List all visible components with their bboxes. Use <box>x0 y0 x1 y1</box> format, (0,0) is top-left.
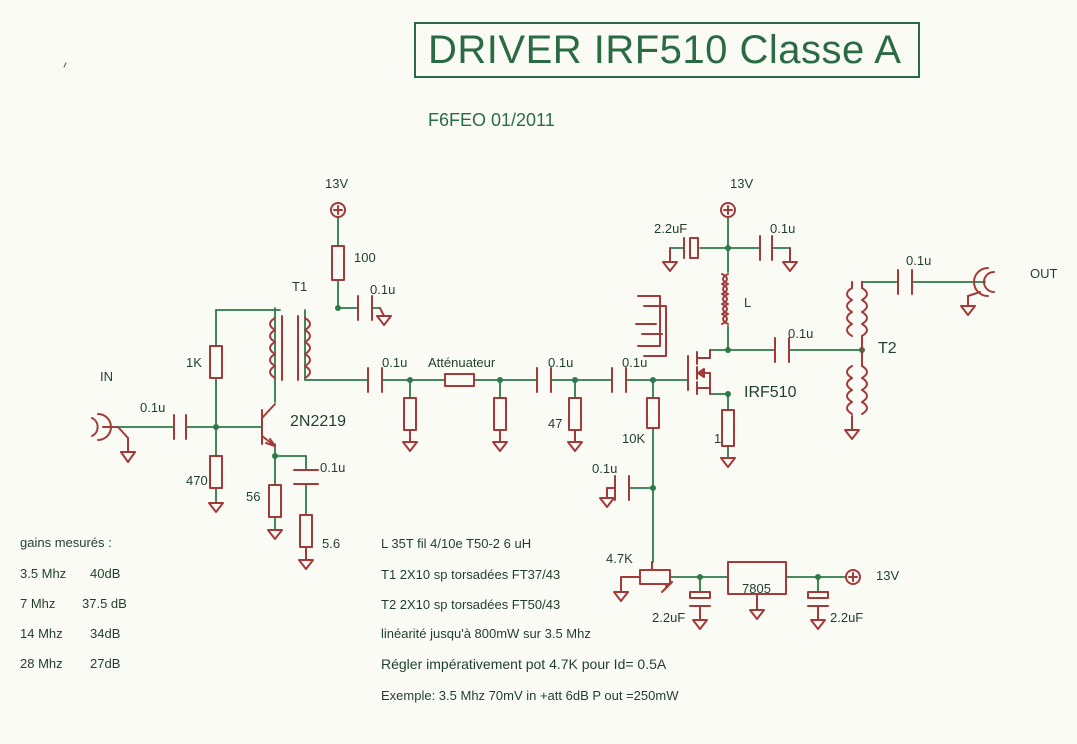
vcc-right-label: 13V <box>876 568 900 583</box>
c22-top-label: 2.2uF <box>654 221 688 236</box>
junction-dots <box>213 245 865 580</box>
reg-label: 7805 <box>742 581 771 596</box>
gain-row-value: 27dB <box>90 656 121 671</box>
c-t1-label: 0.1u <box>370 282 396 297</box>
r10k-label: 10K <box>622 431 646 446</box>
gain-row-value: 34dB <box>90 626 121 641</box>
title-frame <box>414 22 920 78</box>
gain-row-freq: 3.5 Mhz <box>20 566 67 581</box>
vcc-mid-label: 13V <box>730 176 754 191</box>
power-terminals <box>330 202 861 585</box>
r1k-label: 1K <box>186 355 202 370</box>
t1-label: T1 <box>292 279 308 294</box>
note-example: Exemple: 3.5 Mhz 70mV in +att 6dB P out … <box>381 688 679 703</box>
in-label: IN <box>100 369 113 384</box>
c-out-label: 0.1u <box>906 253 932 268</box>
c22-reg-in-label: 2.2uF <box>652 610 686 625</box>
gain-row-value: 40dB <box>90 566 121 581</box>
c22-reg-out-label: 2.2uF <box>830 610 864 625</box>
r100-label: 100 <box>354 250 376 265</box>
out-label: OUT <box>1030 266 1058 281</box>
grounds <box>208 247 981 630</box>
note-l-spec: L 35T fil 4/10e T50-2 6 uH <box>381 536 532 551</box>
gain-row-value: 37.5 dB <box>82 596 127 611</box>
input-connector <box>91 413 119 441</box>
pot-label: 4.7K <box>606 551 633 566</box>
q1-label: 2N2219 <box>290 413 347 430</box>
c-in-label: 0.1u <box>140 400 166 415</box>
note-t1-spec: T1 2X10 sp torsadées FT37/43 <box>381 567 561 582</box>
note-linearity: linéarité jusqu'à 800mW sur 3.5 Mhz <box>381 626 591 641</box>
l-label: L <box>744 295 752 310</box>
r1-label: 1 <box>714 431 722 446</box>
r56-label: 56 <box>246 489 261 504</box>
gain-row-freq: 7 Mhz <box>20 596 56 611</box>
c-gate-label: 0.1u <box>622 355 648 370</box>
c-bias-label: 0.1u <box>592 461 618 476</box>
r470-label: 470 <box>186 473 208 488</box>
c-att-in-label: 0.1u <box>382 355 408 370</box>
gain-row-freq: 14 Mhz <box>20 626 63 641</box>
vcc-left-label: 13V <box>325 176 349 191</box>
c-emit-label: 0.1u <box>320 460 346 475</box>
input-ground <box>117 426 136 463</box>
note-t2-spec: T2 2X10 sp torsadées FT50/43 <box>381 597 561 612</box>
gains-heading: gains mesurés : <box>20 535 112 550</box>
c-att-out-label: 0.1u <box>548 355 574 370</box>
c-top-label: 0.1u <box>770 221 796 236</box>
r5-6-label: 5.6 <box>322 536 341 551</box>
note-adjust: Régler impérativement pot 4.7K pour Id= … <box>381 656 667 672</box>
attenuator-label: Atténuateur <box>428 355 496 370</box>
wires <box>117 217 986 593</box>
gain-row-freq: 28 Mhz <box>20 656 63 671</box>
t2-label: T2 <box>878 340 897 357</box>
page-title: DRIVER IRF510 Classe A <box>428 28 902 72</box>
r47-label: 47 <box>548 416 563 431</box>
c-drain-label: 0.1u <box>788 326 814 341</box>
author-date: F6FEO 01/2011 <box>428 110 555 130</box>
mosfet-label: IRF510 <box>744 384 797 401</box>
